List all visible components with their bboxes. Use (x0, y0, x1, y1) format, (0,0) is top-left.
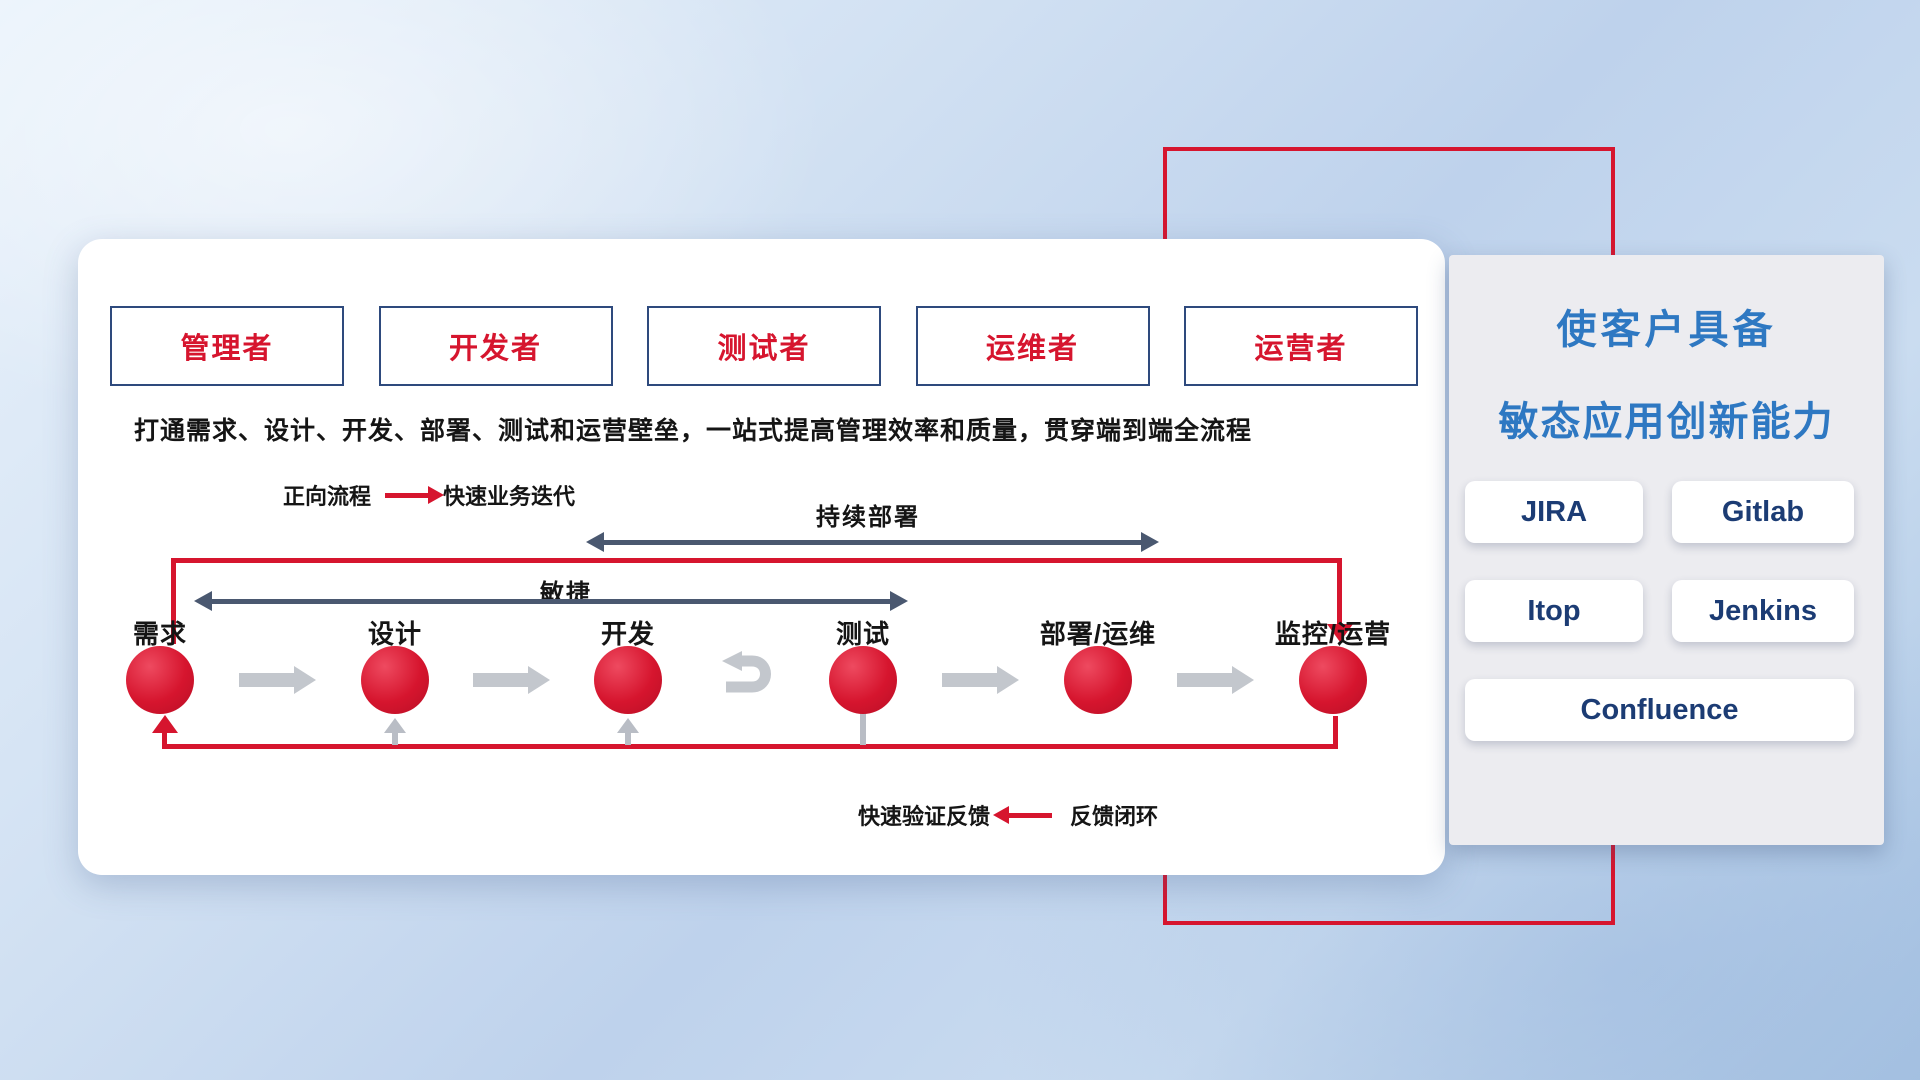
forward-flow-legend: 正向流程 快速业务迭代 (283, 479, 575, 511)
stage-node-develop (594, 646, 662, 714)
stage-label-monitor-op: 监控/运营 (1274, 619, 1392, 649)
flow-arrow-1-icon (239, 666, 316, 694)
forward-loop-arrowhead-icon (1327, 624, 1353, 642)
tool-chip-jenkins: Jenkins (1672, 580, 1854, 642)
stage-node-test (829, 646, 897, 714)
stage-label-test: 测试 (835, 619, 891, 649)
forward-loop-top-line (171, 558, 1342, 563)
feedback-loop-left-line (162, 732, 167, 746)
forward-flow-label: 正向流程 (283, 484, 372, 509)
feedback-loop-right-line (1333, 716, 1338, 746)
feedback-arrow-icon (993, 805, 1053, 824)
stage-label-requirements: 需求 (132, 619, 188, 649)
stage-node-requirements (126, 646, 194, 714)
continuous-deploy-caption: 持续部署 (816, 504, 920, 531)
feedback-label: 快速验证反馈 (858, 804, 991, 829)
flow-arrow-4-icon (942, 666, 1019, 694)
panel-title-line1: 使客户具备 (1556, 308, 1777, 352)
agile-arrow (194, 591, 908, 611)
stage-node-deploy-ops (1064, 646, 1132, 714)
devops-flow-card: 管理者 开发者 测试者 运维者 运营者 打通需求、设计、开发、部署、测试和运营壁… (78, 239, 1445, 875)
continuous-deploy-arrow (586, 532, 1159, 552)
role-box-operator: 运营者 (1184, 306, 1418, 386)
feedback-legend: 快速验证反馈 反馈闭环 (858, 799, 1158, 831)
tool-chip-itop: Itop (1465, 580, 1643, 642)
flow-arrow-5-icon (1177, 666, 1254, 694)
capability-panel: 使客户具备 敏态应用创新能力 JIRA Gitlab Itop Jenkins … (1449, 255, 1884, 845)
forward-flow-arrow-icon (385, 485, 445, 504)
tool-chip-confluence: Confluence (1465, 679, 1854, 741)
card-description: 打通需求、设计、开发、部署、测试和运营壁垒，一站式提高管理效率和质量，贯穿端到端… (134, 417, 1253, 445)
feedback-loop-arrowhead-icon (152, 715, 178, 733)
forward-loop-right-line (1337, 558, 1342, 624)
role-box-developer: 开发者 (378, 306, 613, 386)
role-box-manager: 管理者 (110, 306, 344, 386)
feedback-loop-bottom-line (162, 744, 1338, 749)
flow-arrow-2-icon (473, 666, 550, 694)
iterate-loop-icon (708, 647, 784, 708)
stage-label-develop: 开发 (600, 619, 656, 649)
feedback-value: 反馈闭环 (1070, 804, 1159, 829)
feedback-feeder-develop-line (625, 732, 631, 745)
feedback-feeder-design-arrow-icon (384, 718, 406, 733)
roles-row: 管理者 开发者 测试者 运维者 运营者 (110, 306, 1418, 386)
stage-node-monitor-op (1299, 646, 1367, 714)
tool-chip-jira: JIRA (1465, 481, 1643, 543)
feedback-feeder-develop-arrow-icon (617, 718, 639, 733)
tool-chip-gitlab: Gitlab (1672, 481, 1854, 543)
stage-label-deploy-ops: 部署/运维 (1039, 619, 1157, 649)
stage-label-design: 设计 (367, 619, 423, 649)
role-box-tester: 测试者 (647, 306, 881, 386)
forward-flow-value: 快速业务迭代 (443, 484, 576, 509)
role-box-ops: 运维者 (915, 306, 1150, 386)
panel-title-line2: 敏态应用创新能力 (1498, 400, 1835, 444)
feedback-source-test-line (860, 711, 866, 745)
forward-loop-left-line (171, 558, 176, 644)
feedback-feeder-design-line (392, 732, 398, 745)
stage-node-design (361, 646, 429, 714)
